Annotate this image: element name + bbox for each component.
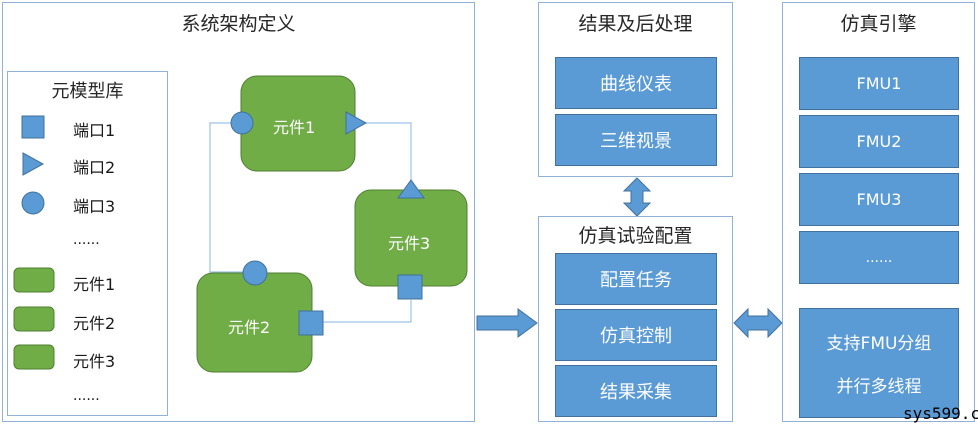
fmu-group-support-box[interactable]: 支持FMU分组 并行多线程 xyxy=(799,308,959,418)
ports-ellipsis: ...... xyxy=(73,232,100,248)
component-label-3: 元件3 xyxy=(73,352,116,371)
system-architecture-title: 系统架构定义 xyxy=(181,13,296,35)
triangle-port-icon xyxy=(22,152,45,176)
component-label-2: 元件2 xyxy=(73,314,116,333)
support-line-1: 支持FMU分组 xyxy=(826,334,932,354)
component-2-label: 元件2 xyxy=(228,318,271,337)
component-3-label: 元件3 xyxy=(388,234,431,253)
component-3-triangle-port[interactable] xyxy=(397,179,425,199)
fmu-2-box[interactable]: FMU2 xyxy=(799,115,959,168)
result-collection-button[interactable]: 结果采集 xyxy=(555,365,717,417)
post-processing-title: 结果及后处理 xyxy=(578,13,693,35)
experiment-config-title: 仿真试验配置 xyxy=(578,225,693,247)
circle-port-icon xyxy=(21,191,45,215)
port-label-1: 端口1 xyxy=(73,121,116,140)
component-1-triangle-port[interactable] xyxy=(345,111,368,135)
component-2-circle-port[interactable] xyxy=(242,260,268,286)
component-label-1: 元件1 xyxy=(73,275,116,294)
fmu-1-box[interactable]: FMU1 xyxy=(799,57,959,110)
library-title: 元模型库 xyxy=(51,81,124,102)
arrow-system-to-experiment xyxy=(476,308,538,338)
experiment-config-panel: 仿真试验配置 配置任务 仿真控制 结果采集 xyxy=(538,216,733,422)
fmu-3-box[interactable]: FMU3 xyxy=(799,173,959,226)
connector-c2-c3 xyxy=(322,300,412,323)
fmu-more-box[interactable]: ...... xyxy=(799,231,959,284)
port-label-3: 端口3 xyxy=(73,197,116,216)
component-3-square-port[interactable] xyxy=(397,274,423,300)
connector-c1-c2 xyxy=(209,122,255,273)
post-processing-panel: 结果及后处理 曲线仪表 三维视景 xyxy=(538,2,733,177)
component-icon-2 xyxy=(13,306,55,332)
post-item-curve-meter[interactable]: 曲线仪表 xyxy=(555,57,717,109)
components-ellipsis: ...... xyxy=(73,388,100,404)
component-icon-3 xyxy=(13,344,55,370)
watermark-text: sys599.c xyxy=(903,404,978,423)
port-label-2: 端口2 xyxy=(73,158,116,177)
square-port-icon xyxy=(21,115,45,139)
component-1-label: 元件1 xyxy=(273,118,316,137)
simulation-engine-title: 仿真引擎 xyxy=(840,13,917,35)
simulation-engine-panel: 仿真引擎 FMU1 FMU2 FMU3 ...... 支持FMU分组 并行多线程 xyxy=(782,2,975,422)
component-icon-1 xyxy=(13,267,55,293)
support-line-2: 并行多线程 xyxy=(836,377,922,397)
simulation-control-button[interactable]: 仿真控制 xyxy=(555,309,717,361)
post-item-3d-view[interactable]: 三维视景 xyxy=(555,114,717,166)
component-1-circle-port[interactable] xyxy=(230,111,254,135)
connector-c1-c3 xyxy=(356,122,412,180)
config-task-button[interactable]: 配置任务 xyxy=(555,253,717,305)
system-architecture-panel: 系统架构定义 xyxy=(2,2,475,422)
component-2-square-port[interactable] xyxy=(298,310,324,336)
